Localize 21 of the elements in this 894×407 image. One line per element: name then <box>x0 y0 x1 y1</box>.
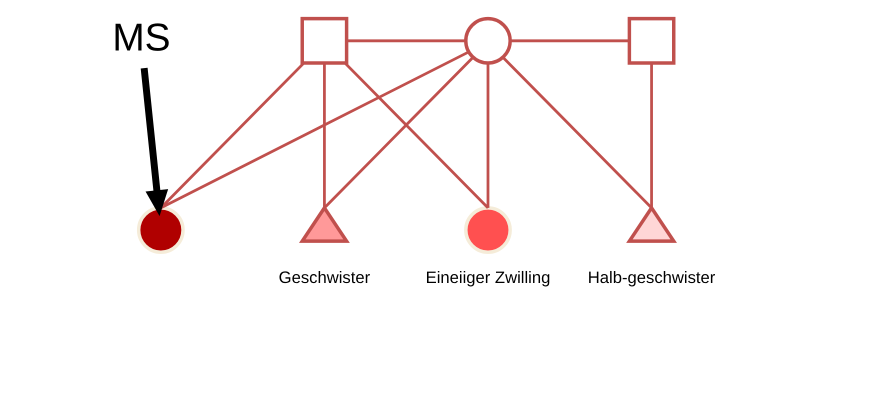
node-circle <box>464 16 512 65</box>
connector <box>323 56 474 209</box>
node-triangle <box>626 204 677 243</box>
node-circle <box>464 206 512 254</box>
node-box <box>300 16 348 65</box>
connector <box>160 50 470 210</box>
node-label: Halb-geschwister <box>588 268 716 287</box>
connector <box>650 63 653 208</box>
node-box <box>628 16 676 65</box>
node-label: Geschwister <box>278 268 370 287</box>
connector <box>346 39 466 42</box>
connector <box>486 63 490 208</box>
node-label: Eineiiger Zwilling <box>426 268 550 287</box>
node-triangle <box>299 204 350 243</box>
connector <box>344 62 489 209</box>
node-text: MS <box>112 16 171 60</box>
arrow <box>140 68 168 216</box>
connector <box>502 56 653 209</box>
connector <box>323 63 326 208</box>
connector <box>510 39 629 42</box>
node-circle <box>136 206 185 254</box>
